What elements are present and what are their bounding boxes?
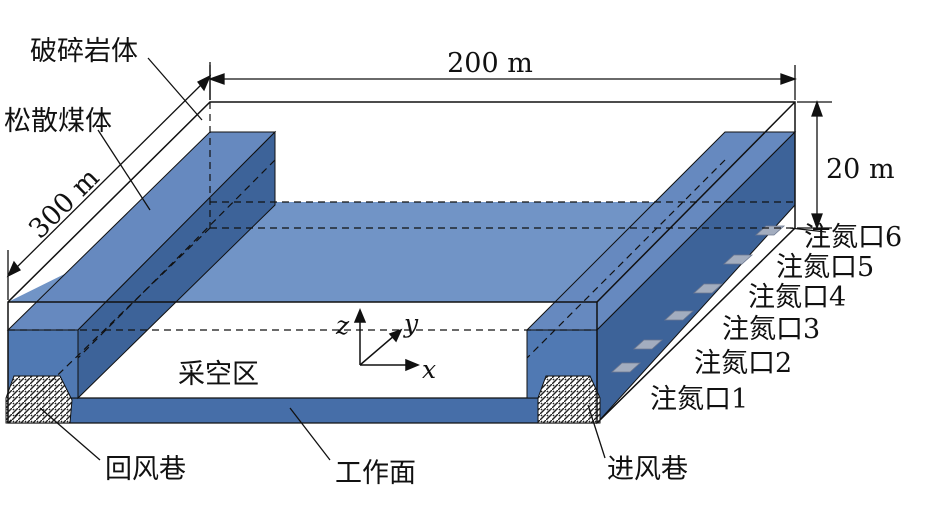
port-mark-3 — [663, 310, 695, 321]
length-300-label: 300 m — [23, 162, 106, 245]
dimension-20m — [797, 100, 832, 230]
port-mark-1 — [610, 362, 642, 373]
injection-port-2-label: 注氮口2 — [694, 348, 792, 379]
leader-lines — [39, 57, 827, 461]
coordinate-axes — [353, 308, 420, 372]
working-face-label: 工作面 — [335, 458, 416, 489]
dimension-300m — [6, 62, 212, 300]
broken-rock-label: 破碎岩体 — [30, 36, 138, 67]
return-airway-hatch — [5, 375, 73, 424]
working-face-strip — [7, 397, 598, 424]
injection-port-1-label: 注氮口1 — [650, 384, 748, 415]
axis-x-label: x — [422, 355, 436, 384]
injection-port-3-label: 注氮口3 — [722, 314, 820, 345]
intake-airway-hatch — [537, 375, 601, 424]
injection-port-5-label: 注氮口5 — [776, 252, 874, 283]
injection-port-6-label: 注氮口6 — [804, 222, 902, 253]
intake-airway-label: 进风巷 — [607, 454, 688, 485]
hidden-edges — [7, 102, 795, 424]
goaf-label: 采空区 — [178, 359, 259, 390]
width-200-label: 200 m — [447, 48, 533, 79]
injection-port-marks — [610, 225, 786, 373]
loose-coal-label: 松散煤体 — [4, 106, 112, 137]
injection-port-4-label: 注氮口4 — [748, 282, 846, 313]
axis-y-label: y — [403, 309, 419, 338]
axis-z-label: z — [335, 311, 350, 340]
return-airway-label: 回风巷 — [105, 454, 186, 485]
port-mark-2 — [632, 339, 664, 350]
port-mark-4 — [692, 283, 724, 294]
port-mark-5 — [722, 254, 754, 265]
height-20-label: 20 m — [826, 154, 895, 185]
